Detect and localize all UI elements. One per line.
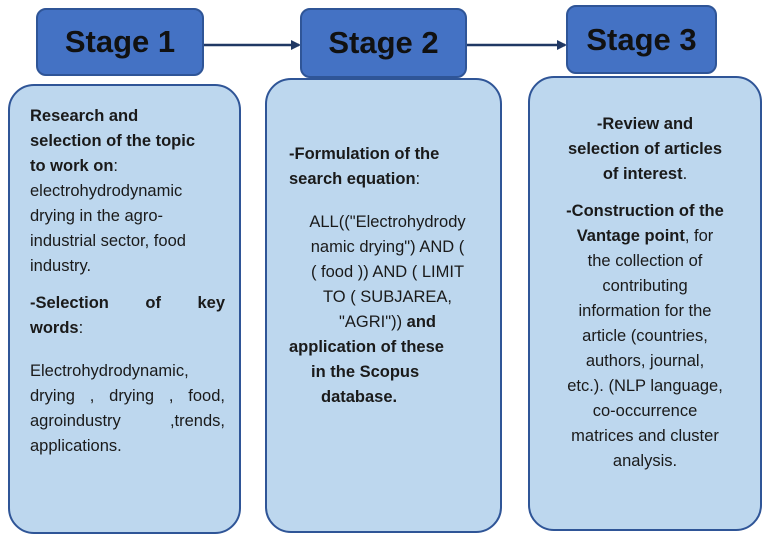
stage-3-title: Stage 3 xyxy=(586,21,697,57)
formulation-heading: -Formulation of the search equation: xyxy=(289,145,440,188)
keyword-line-1: Electrohydrodynamic, xyxy=(30,362,189,380)
stage-1-header: Stage 1 xyxy=(36,8,204,76)
stage-3-card: -Review and selection of articles of int… xyxy=(528,76,762,531)
keyword-line-2: drying , drying , food, xyxy=(30,387,225,405)
stage-1-title: Stage 1 xyxy=(64,24,176,59)
stage-2-title: Stage 2 xyxy=(328,25,439,60)
review-heading: -Review and selection of articles of int… xyxy=(567,115,723,183)
application-text: application of these in the Scopus datab… xyxy=(289,338,444,406)
topic-description: electrohydrodynamic drying in the agro- … xyxy=(30,182,186,275)
stage-1-card: Research and selection of the topic to w… xyxy=(8,84,241,534)
keyword-line-4: applications. xyxy=(30,437,122,455)
keywords-heading-cont: words: xyxy=(30,319,84,337)
keywords-heading: -Selection of key xyxy=(30,294,225,312)
stage-2-card: -Formulation of the search equation: ALL… xyxy=(265,78,502,533)
vantage-point-text: -Construction of the Vantage point, for … xyxy=(566,202,724,470)
keyword-line-3: agroindustry ,trends, xyxy=(30,412,225,430)
topic-heading: Research and selection of the topic to w… xyxy=(30,107,196,175)
search-equation: ALL(("Electrohydrody namic drying") AND … xyxy=(309,213,466,331)
stage-2-header: Stage 2 xyxy=(300,8,467,78)
stage-3-header: Stage 3 xyxy=(566,5,717,74)
